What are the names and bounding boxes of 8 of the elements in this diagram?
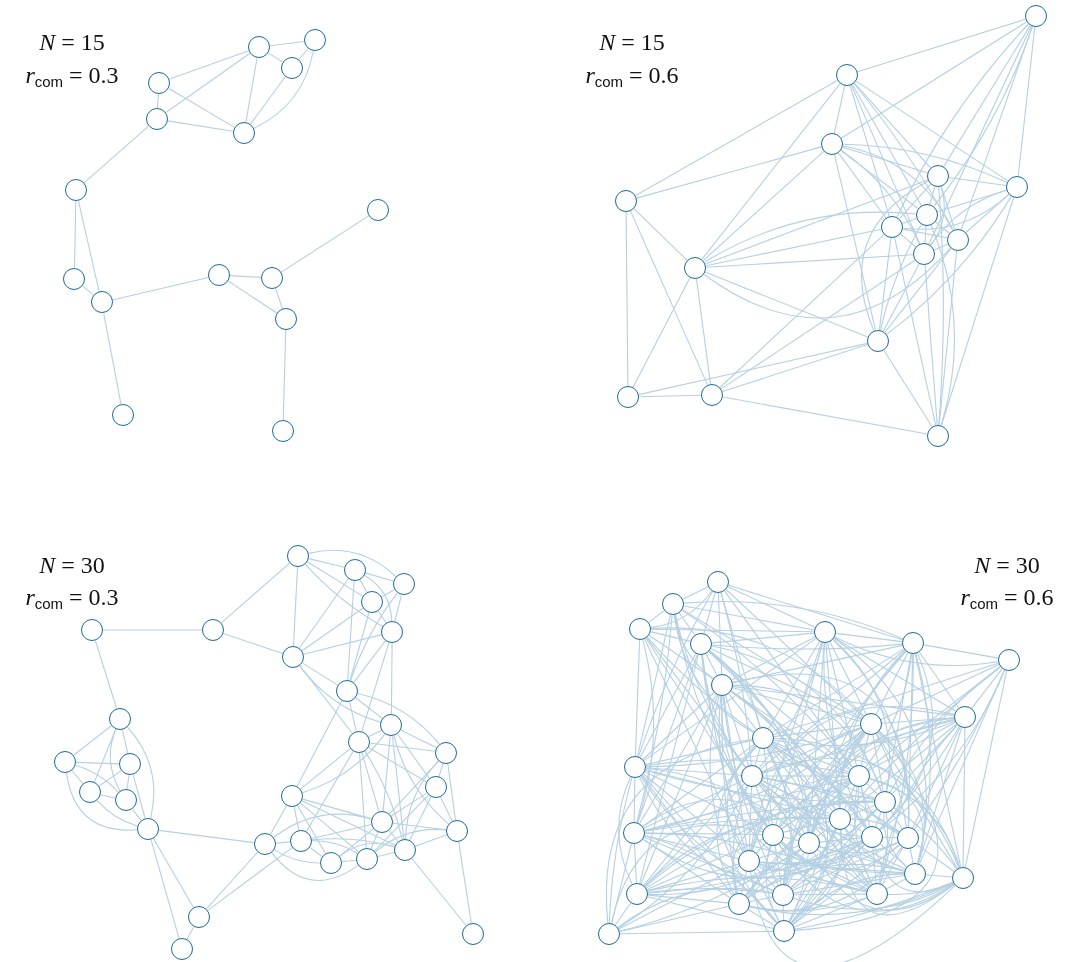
parameter-label: r$_{com}$ = 0.6 bbox=[960, 584, 1054, 612]
parameter-label: N = 30 bbox=[39, 551, 105, 579]
parameter-label: r$_{com}$ = 0.3 bbox=[25, 62, 119, 90]
parameter-label: N = 15 bbox=[599, 28, 665, 56]
parameter-label: N = 15 bbox=[39, 28, 105, 56]
parameter-label: r$_{com}$ = 0.3 bbox=[25, 584, 119, 612]
parameter-label: N = 30 bbox=[974, 551, 1040, 579]
parameter-label: r$_{com}$ = 0.6 bbox=[585, 62, 679, 90]
